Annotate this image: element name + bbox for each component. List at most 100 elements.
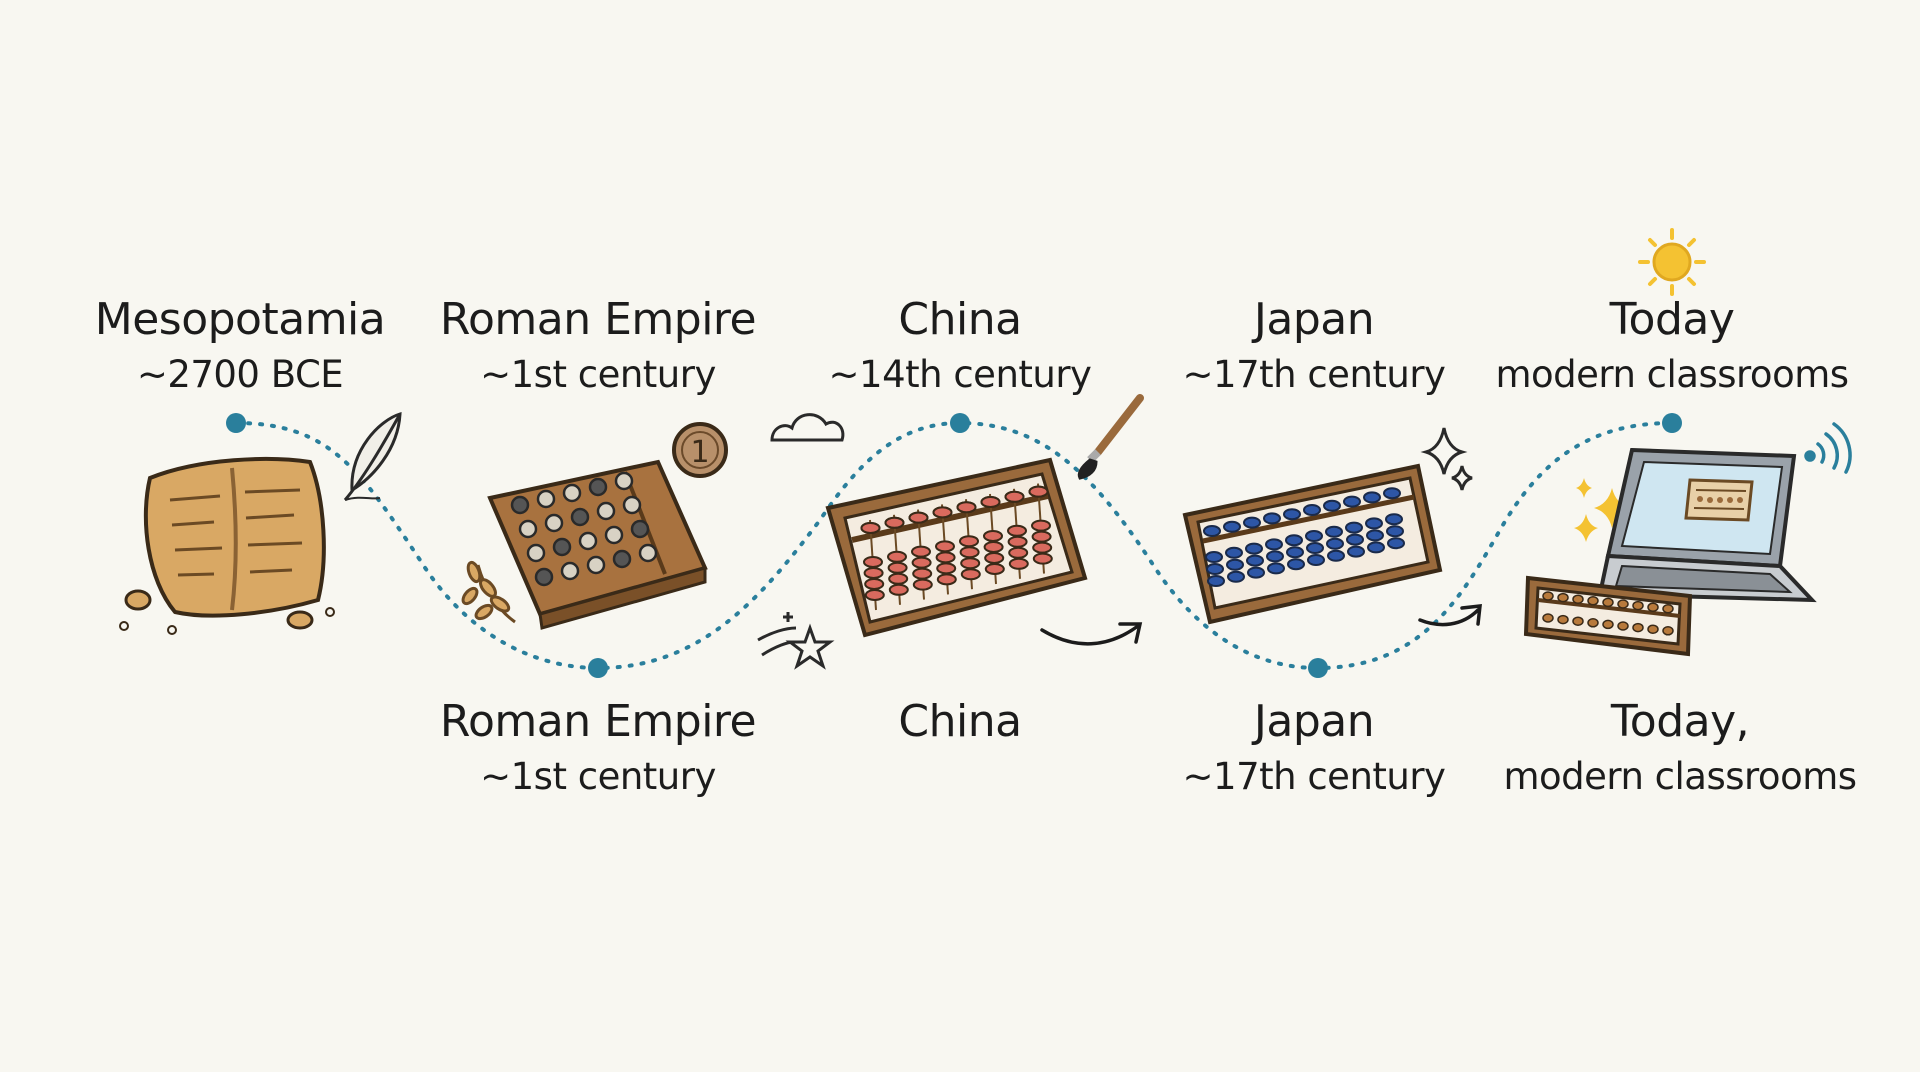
bead <box>1032 541 1053 554</box>
bead <box>1032 552 1053 565</box>
bead <box>1602 619 1614 630</box>
bead <box>1323 499 1341 512</box>
bead <box>1243 516 1261 529</box>
sparkle-icon <box>1420 427 1473 491</box>
bead <box>912 578 933 591</box>
bead <box>1326 537 1344 550</box>
counter <box>614 471 634 491</box>
counter <box>578 531 598 551</box>
label-title: Japan <box>1253 696 1375 747</box>
label-subtitle: modern classrooms <box>1503 755 1857 798</box>
label-title: Today <box>1609 294 1735 345</box>
bead <box>1265 538 1283 551</box>
bead <box>935 540 955 553</box>
bead <box>1031 530 1052 543</box>
laptop-icon <box>1597 447 1817 603</box>
bead <box>936 562 957 575</box>
bead <box>959 546 980 559</box>
label-subtitle: ~1st century <box>480 353 716 396</box>
bead <box>1287 558 1305 571</box>
bottom-label-japan: Japan ~17th century <box>1182 696 1446 798</box>
arrow-icon <box>1040 622 1143 646</box>
timeline-path <box>234 420 1674 671</box>
clay-tablet-icon <box>119 457 335 635</box>
bead <box>1383 487 1401 500</box>
bead <box>1303 504 1321 516</box>
bead <box>1205 551 1223 563</box>
counter <box>604 525 624 545</box>
bead <box>1306 542 1324 554</box>
feather-icon <box>343 411 402 501</box>
wifi-icon <box>1804 422 1852 474</box>
label-subtitle: ~2700 BCE <box>136 353 344 396</box>
counter <box>570 507 590 527</box>
coin-text: 1 <box>690 435 709 470</box>
label-subtitle: ~14th century <box>828 353 1092 396</box>
bead <box>1587 596 1599 606</box>
label-subtitle: ~17th century <box>1182 755 1446 798</box>
top-label-mesopotamia: Mesopotamia ~2700 BCE <box>94 294 386 396</box>
bead <box>1662 604 1674 614</box>
bead <box>911 556 932 569</box>
bead <box>1617 599 1629 609</box>
bead <box>1263 512 1281 525</box>
bead <box>1008 546 1029 559</box>
bead <box>1227 570 1245 583</box>
bead <box>863 567 884 579</box>
top-label-japan: Japan ~17th century <box>1182 294 1446 396</box>
counter <box>518 519 538 539</box>
counter <box>534 567 554 587</box>
bead <box>1267 562 1285 575</box>
bead <box>1632 600 1644 611</box>
stars-icon <box>757 612 835 670</box>
counter <box>622 495 642 515</box>
bead <box>1325 525 1343 538</box>
bead <box>984 563 1005 575</box>
counter <box>596 501 616 521</box>
label-title: Mesopotamia <box>94 294 386 345</box>
bead <box>1542 613 1554 623</box>
bead <box>911 545 931 558</box>
counter <box>560 561 580 581</box>
bead <box>1602 597 1614 608</box>
cloud-icon <box>770 413 845 442</box>
label-subtitle: ~17th century <box>1182 353 1446 396</box>
bead <box>980 496 1001 508</box>
counting-board-icon <box>487 459 708 630</box>
bead <box>1572 594 1584 604</box>
japanese-abacus-icon <box>1182 463 1443 625</box>
bead <box>912 567 933 580</box>
sparkle-icon <box>1574 478 1630 542</box>
bead <box>888 572 909 585</box>
bead <box>1031 519 1051 532</box>
bead <box>887 550 907 563</box>
counter <box>612 549 632 569</box>
bead <box>1647 602 1659 612</box>
bead <box>1007 524 1027 537</box>
label-title: China <box>898 696 1022 747</box>
bead <box>1008 557 1029 570</box>
bead <box>1305 530 1323 542</box>
counter <box>638 543 658 563</box>
bead <box>983 541 1004 553</box>
counter <box>510 495 530 515</box>
bead <box>932 506 953 519</box>
label-title: Roman Empire <box>439 294 757 345</box>
counter <box>630 519 650 539</box>
bead <box>1662 626 1674 636</box>
bead <box>936 573 957 586</box>
bead <box>1587 618 1599 628</box>
bead <box>956 501 977 514</box>
bead <box>1285 534 1303 547</box>
bead <box>884 516 905 529</box>
brush-icon <box>1077 394 1144 480</box>
counter <box>526 543 546 563</box>
label-subtitle: ~1st century <box>480 755 716 798</box>
bead <box>1647 624 1659 634</box>
small-abacus-icon <box>1523 575 1693 657</box>
bead <box>1307 554 1325 566</box>
label-title: Japan <box>1253 294 1375 345</box>
bead <box>1206 563 1224 575</box>
chinese-abacus-icon <box>825 457 1088 638</box>
